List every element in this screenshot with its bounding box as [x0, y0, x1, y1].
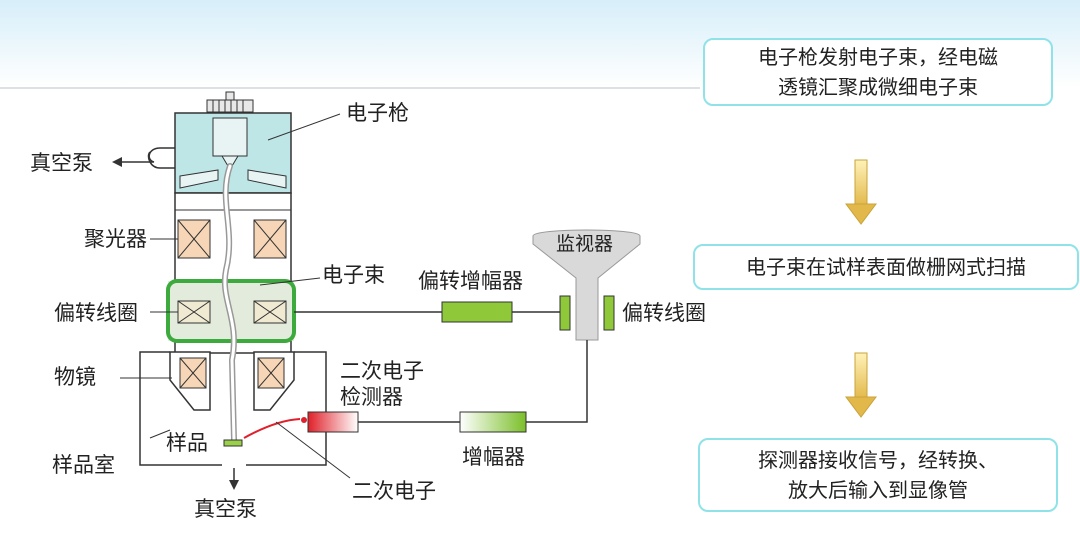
- vacuum-pump-left-arrow: [112, 157, 122, 167]
- label-deflection-amplifier: 偏转增幅器: [418, 269, 523, 293]
- label-deflection-coil-right: 偏转线圈: [622, 301, 706, 325]
- flow-arrow-down: [845, 352, 877, 418]
- label-vacuum-pump-bottom: 真空泵: [194, 497, 257, 521]
- step-text: 探测器接收信号，经转换、: [758, 448, 998, 472]
- secondary-electron-path: [243, 418, 301, 439]
- monitor-coil-right: [603, 295, 615, 331]
- label-detector-line1: 二次电子: [340, 359, 424, 383]
- label-electron-beam: 电子束: [322, 263, 385, 287]
- label-amplifier: 增幅器: [462, 445, 525, 469]
- objective-coil-right: [257, 357, 285, 389]
- step-text: 透镜汇聚成微细电子束: [778, 75, 978, 99]
- anode-right: [247, 169, 287, 189]
- step-box: 探测器接收信号，经转换、 放大后输入到显像管: [698, 438, 1058, 512]
- leader-lines: [120, 113, 351, 479]
- label-condenser: 聚光器: [84, 227, 147, 251]
- step-box: 电子枪发射电子束，经电磁 透镜汇聚成微细电子束: [703, 38, 1053, 106]
- label-detector-line2: 检测器: [340, 385, 403, 409]
- gun-connector-cap: [225, 91, 235, 101]
- label-monitor: 监视器: [556, 233, 613, 255]
- anode-left: [179, 169, 219, 189]
- label-sample-chamber: 样品室: [52, 453, 115, 477]
- flow-arrow-down: [845, 159, 877, 225]
- objective-coil-left: [179, 357, 207, 389]
- label-deflection-coil-left: 偏转线圈: [54, 301, 138, 325]
- signal-line-to-monitor: [526, 340, 588, 423]
- deflection-coil-left-part: [177, 300, 211, 324]
- label-objective-lens: 物镜: [54, 365, 96, 389]
- sample-specimen: [223, 439, 243, 447]
- gun-connector: [206, 99, 254, 113]
- label-sample: 样品: [166, 431, 208, 455]
- condenser-coil-left: [177, 219, 211, 259]
- sample-chamber-walls: [139, 351, 327, 466]
- monitor-coil-left: [559, 295, 571, 331]
- label-electron-gun: 电子枪: [346, 101, 409, 125]
- condenser-coil-right: [253, 219, 287, 259]
- gun-connector-ridges: [212, 100, 244, 112]
- cathode-assembly: [212, 117, 248, 157]
- deflection-amplifier-box: [441, 301, 513, 323]
- step-box: 电子束在试样表面做栅网式扫描: [693, 244, 1079, 290]
- deflection-coil-right-part: [253, 300, 287, 324]
- step-text: 电子枪发射电子束，经电磁: [758, 45, 998, 69]
- secondary-electron-detector: [307, 411, 359, 433]
- amplifier-box: [459, 411, 527, 433]
- vacuum-pump-left-tube: [120, 147, 175, 163]
- step-text: 放大后输入到显像管: [788, 478, 968, 502]
- step-text: 电子束在试样表面做栅网式扫描: [746, 255, 1026, 279]
- label-vacuum-pump-left: 真空泵: [30, 151, 93, 175]
- label-secondary-electron: 二次电子: [352, 479, 436, 503]
